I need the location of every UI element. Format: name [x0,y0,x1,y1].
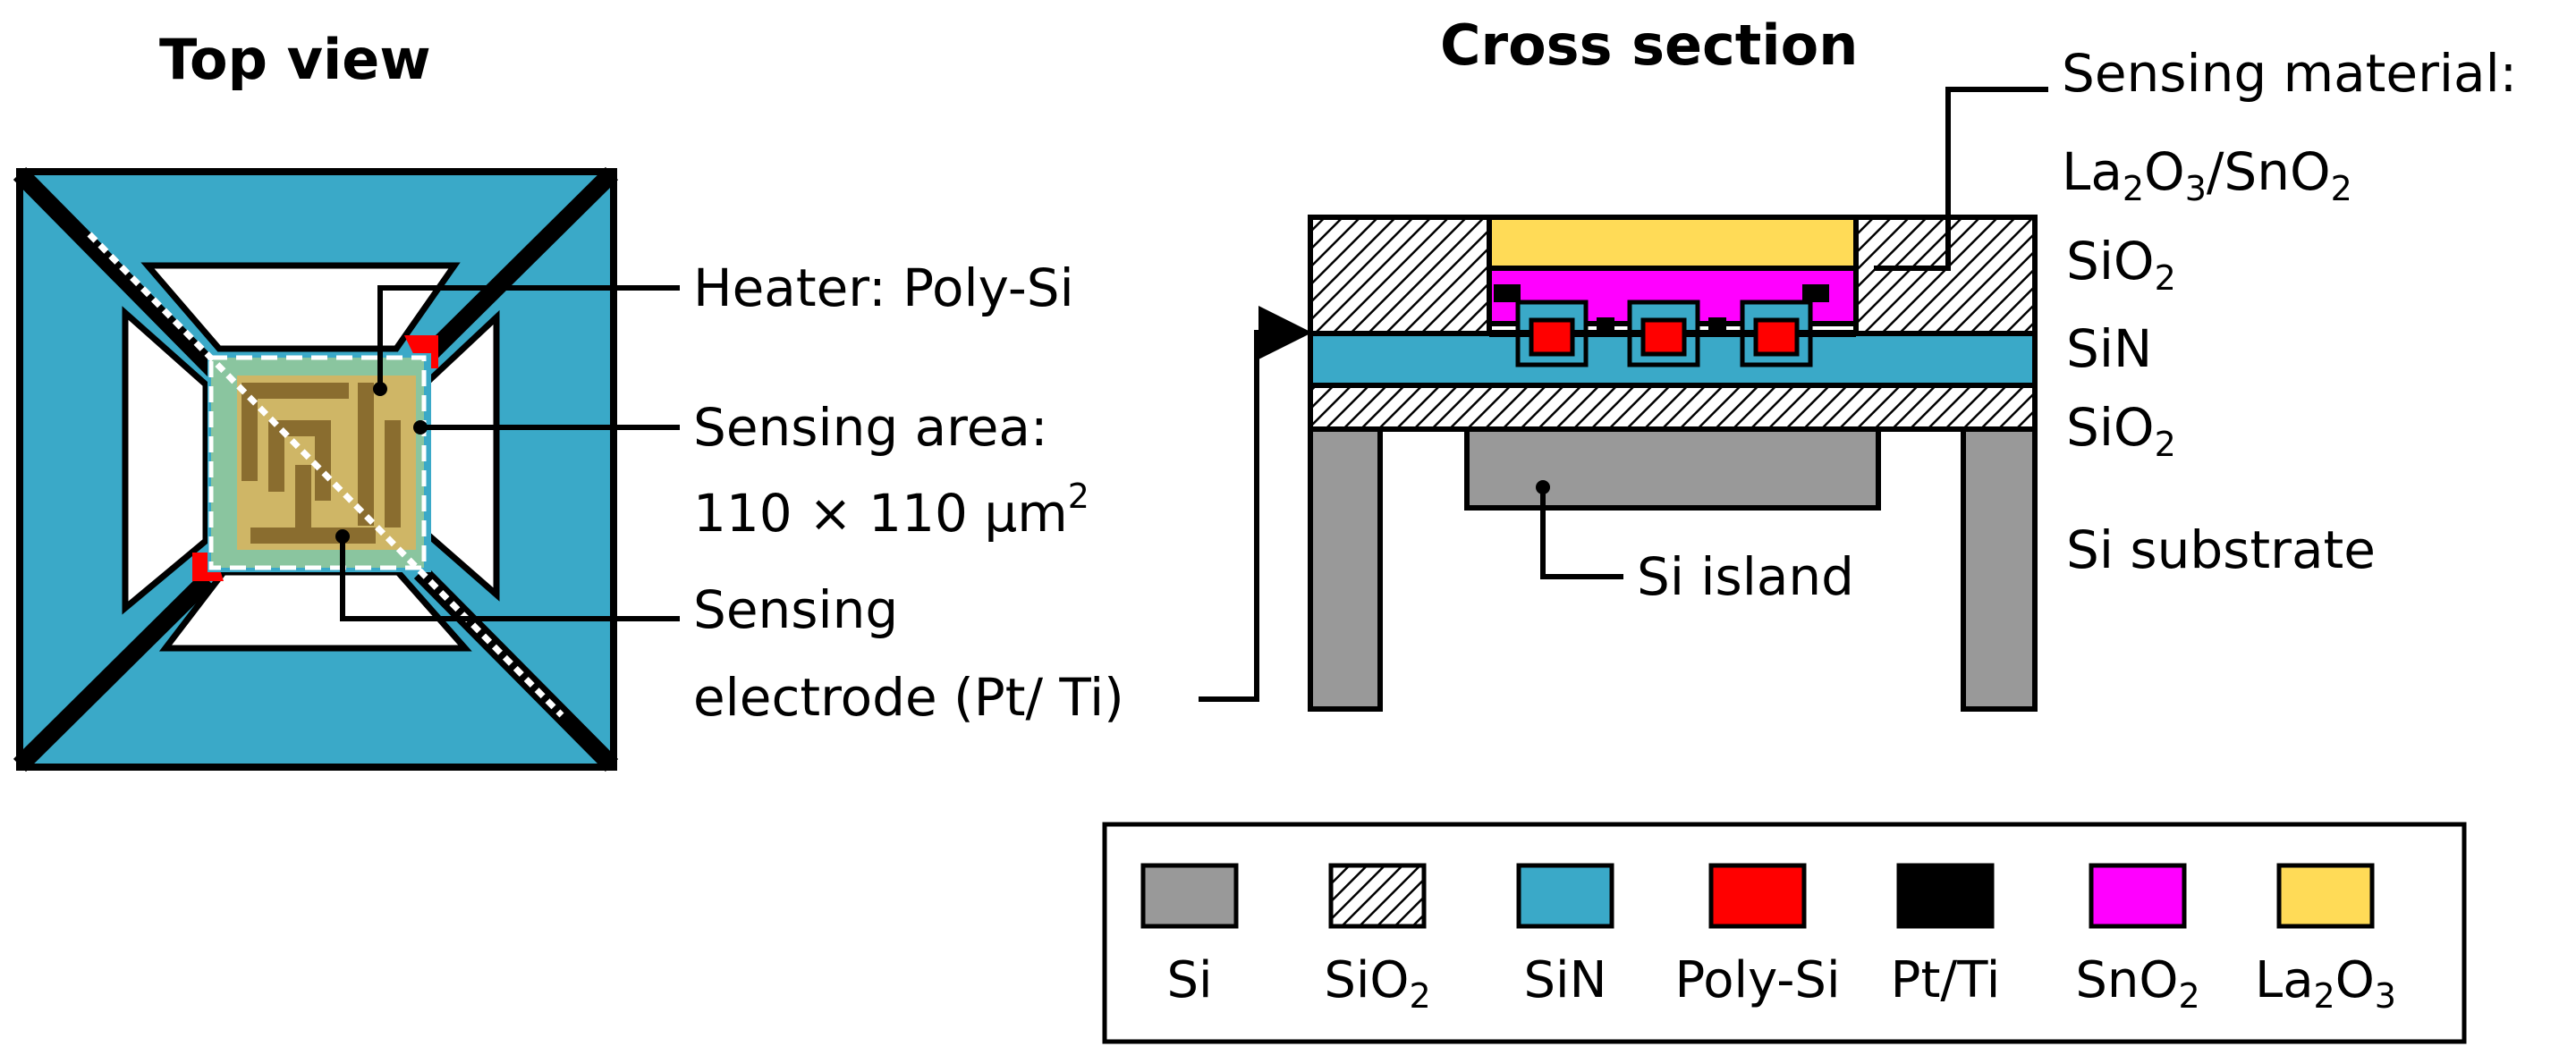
sensing-electrode-pattern [242,383,401,544]
legend-swatch-3 [1708,863,1807,929]
sin-label: SiN [2066,318,2152,379]
heater-label: Heater: Poly-Si [693,257,1074,318]
poly-si-heater-2 [1640,317,1687,357]
electrode-label-line1: Sensing [693,579,898,640]
si-substrate-label: Si substrate [2066,519,2376,580]
legend-swatch-6 [2276,863,2375,929]
electrode-callout-line [340,536,680,621]
pt-ti-electrode-1 [1494,284,1521,302]
cutout-left [122,306,209,615]
cross-section-cut-line [87,232,564,718]
pt-ti-electrode-3 [1708,317,1726,333]
sio2-top-left [1308,215,1492,336]
legend-swatch-4 [1896,863,1995,929]
lead-diagonal-tl [13,166,222,378]
lead-diagonal-tr [420,166,619,363]
cross-section-title: Cross section [1440,13,1858,78]
legend-swatch-5 [2089,863,2187,929]
legend-label-3: Poly-Si [1674,951,1840,1009]
electrode-label-line2: electrode (Pt/ Ti) [693,667,1124,728]
pt-ti-electrode-2 [1597,317,1614,333]
si-substrate-right [1961,425,2038,712]
si-island [1464,425,1881,511]
heater-callout-dot [373,382,387,396]
si-substrate-left [1308,425,1383,712]
legend-label-1: SiO2 [1324,951,1430,1016]
top-view-diagram [13,166,680,772]
legend-label-2: SiN [1524,951,1607,1009]
sensing-area-callout-dot [413,420,428,435]
sio2-bottom-layer [1308,382,2038,432]
legend-label-6: La2O3 [2255,951,2396,1016]
legend-swatch-1 [1328,863,1427,929]
poly-si-heater-3 [1753,317,1800,357]
electrode-arrow-line [1199,306,1312,702]
pt-ti-electrode-4 [1802,284,1829,302]
sensing-material-label-line2: La2O3/SnO2 [2062,141,2352,208]
legend-swatch-0 [1140,863,1239,929]
sio2-top-label: SiO2 [2066,231,2176,298]
sensing-material-callout-line [1874,87,2048,271]
sensing-area-label-line2: 110 × 110 μm2 [693,477,1089,544]
electrode-callout-dot [335,529,350,544]
heater-callout-line [377,285,680,389]
legend: Si SiO2 SiN Poly-Si Pt/Ti SnO2 La2O3 [1102,822,2467,1044]
si-island-callout-line [1540,487,1623,579]
legend-label-5: SnO2 [2075,951,2199,1016]
cross-section-diagram [1308,87,2048,712]
la2o3-layer [1487,215,1859,274]
si-island-callout-dot [1536,480,1550,494]
lead-diagonal-bl [13,572,215,772]
poly-si-heater-1 [1529,317,1575,357]
si-island-label: Si island [1637,546,1854,607]
top-view-title: Top view [159,27,431,92]
sio2-bottom-label: SiO2 [2066,397,2176,464]
legend-label-4: Pt/Ti [1891,951,2001,1009]
legend-box [1102,822,2467,1044]
legend-label-0: Si [1166,951,1212,1009]
sensing-area-label-line1: Sensing area: [693,397,1047,458]
sensing-material-label-line1: Sensing material: [2062,43,2517,104]
legend-swatch-2 [1516,863,1614,929]
